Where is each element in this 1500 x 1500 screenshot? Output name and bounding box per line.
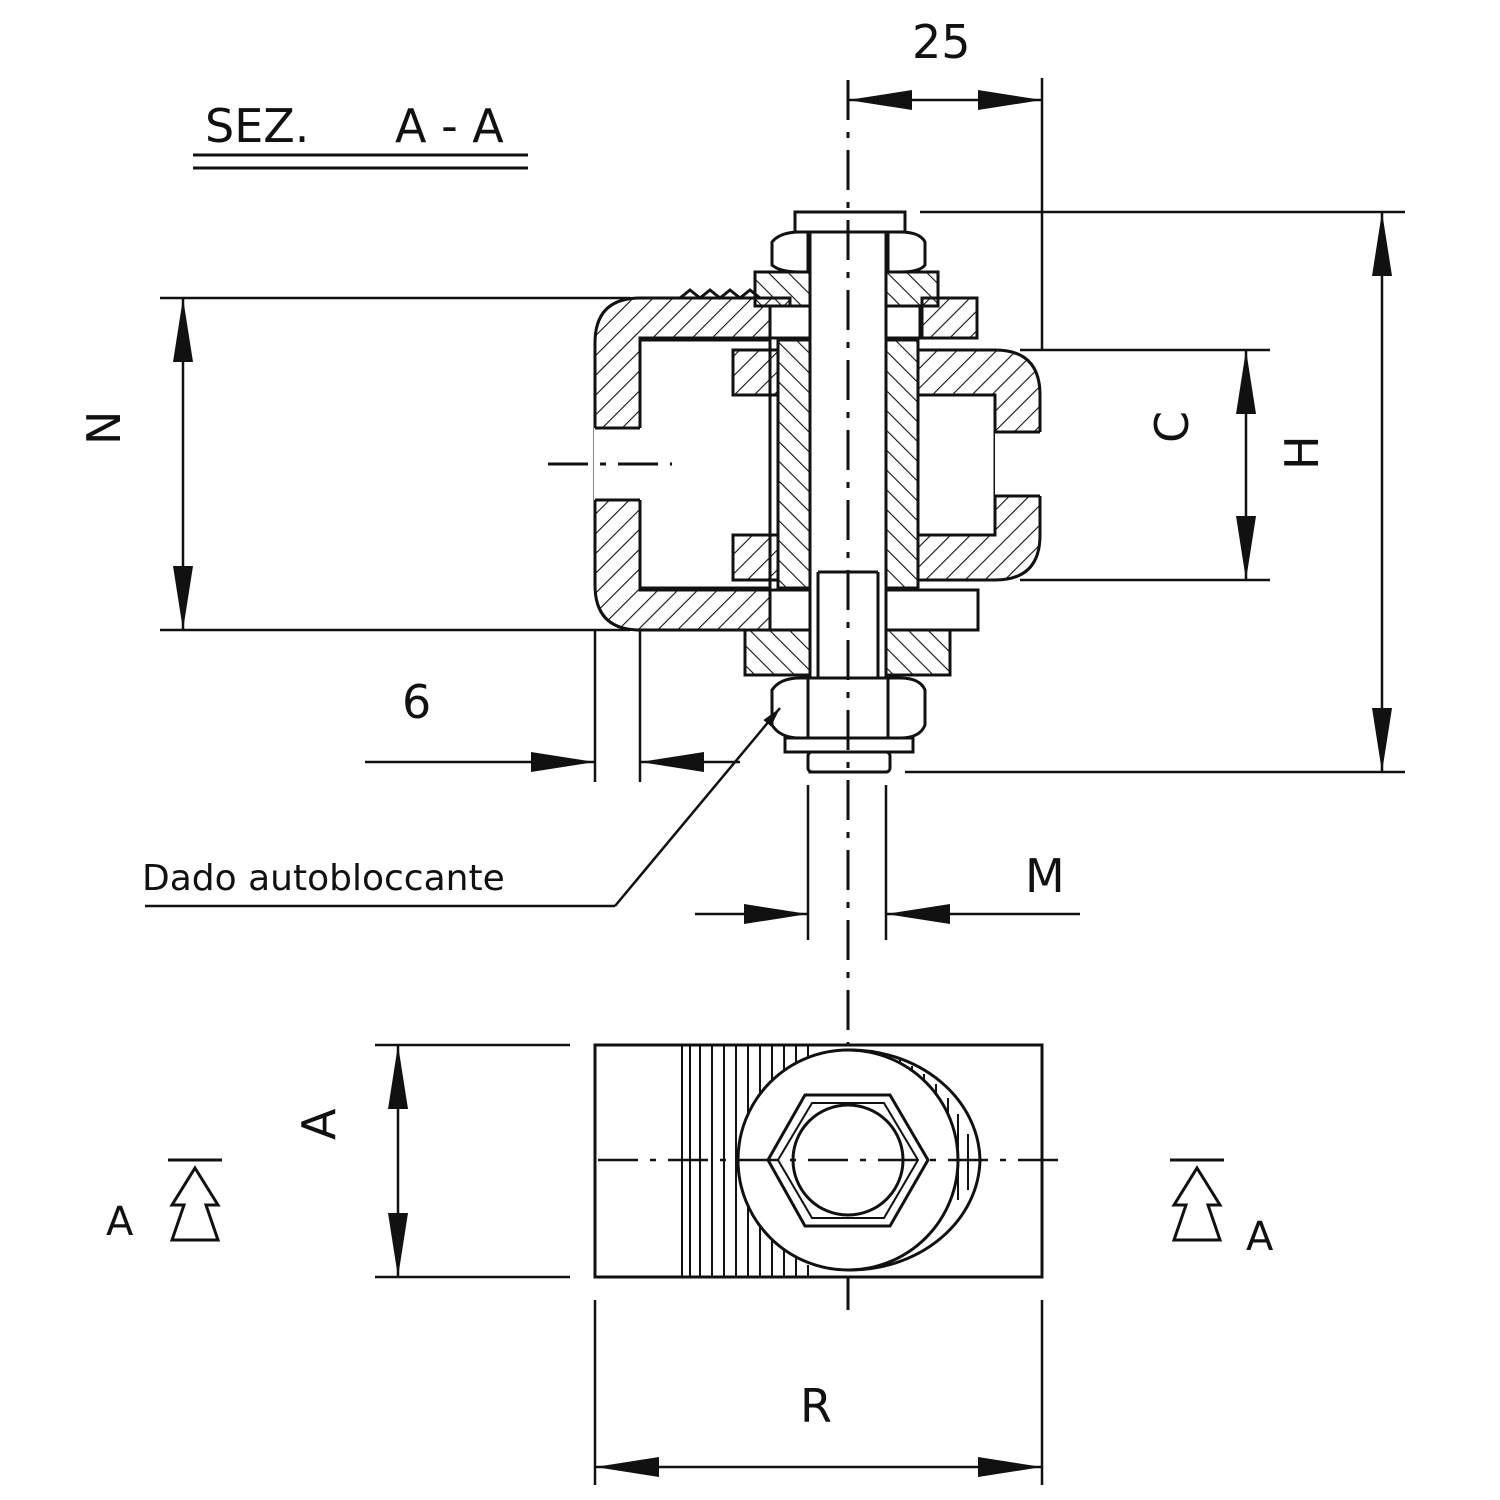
body-serration-top <box>679 288 761 300</box>
section-marker-left <box>168 1158 222 1242</box>
bolt-head-top <box>793 210 907 234</box>
dimension-M <box>695 785 1080 940</box>
dim-N-label: N <box>77 411 131 445</box>
section-marker-right-label: A <box>1246 1214 1274 1260</box>
callout-leader-line <box>614 707 781 907</box>
callout-text: Dado autobloccante <box>142 858 505 899</box>
dimension-25 <box>848 78 1044 350</box>
dim-M-label: M <box>1025 849 1065 903</box>
dimension-H <box>905 210 1405 774</box>
dimension-6 <box>365 630 740 782</box>
body-left-cavity <box>638 338 772 590</box>
sleeve-right <box>884 338 920 590</box>
body-right-window <box>995 432 1042 496</box>
dim-A-label: A <box>292 1108 346 1140</box>
dim-H-label: H <box>1275 435 1329 470</box>
section-title: SEZ. A - A <box>193 99 528 170</box>
section-title-name: A - A <box>395 99 504 153</box>
bushing-left-bottom <box>731 533 780 582</box>
callout-leader <box>145 707 781 908</box>
bushing-left-top <box>731 348 780 397</box>
section-marker-left-arrow-icon <box>169 1165 221 1242</box>
dim-R-label: R <box>800 1379 832 1433</box>
dimension-N <box>160 296 630 632</box>
body-right-wall <box>916 348 1042 582</box>
dim-C-label: C <box>1145 411 1199 443</box>
dimension-C <box>1020 348 1270 582</box>
section-marker-left-label: A <box>106 1199 134 1245</box>
section-title-prefix: SEZ. <box>205 99 309 153</box>
section-marker-right-arrow-icon <box>1171 1165 1223 1242</box>
section-marker-right <box>1170 1158 1224 1242</box>
dim-25-label: 25 <box>912 15 971 69</box>
dimension-R <box>593 1300 1044 1485</box>
dim-6-label: 6 <box>402 675 431 729</box>
plan-view <box>593 1043 1070 1279</box>
sleeve-left <box>776 338 812 590</box>
dimension-A <box>375 1043 570 1279</box>
section-view <box>548 80 1042 1320</box>
